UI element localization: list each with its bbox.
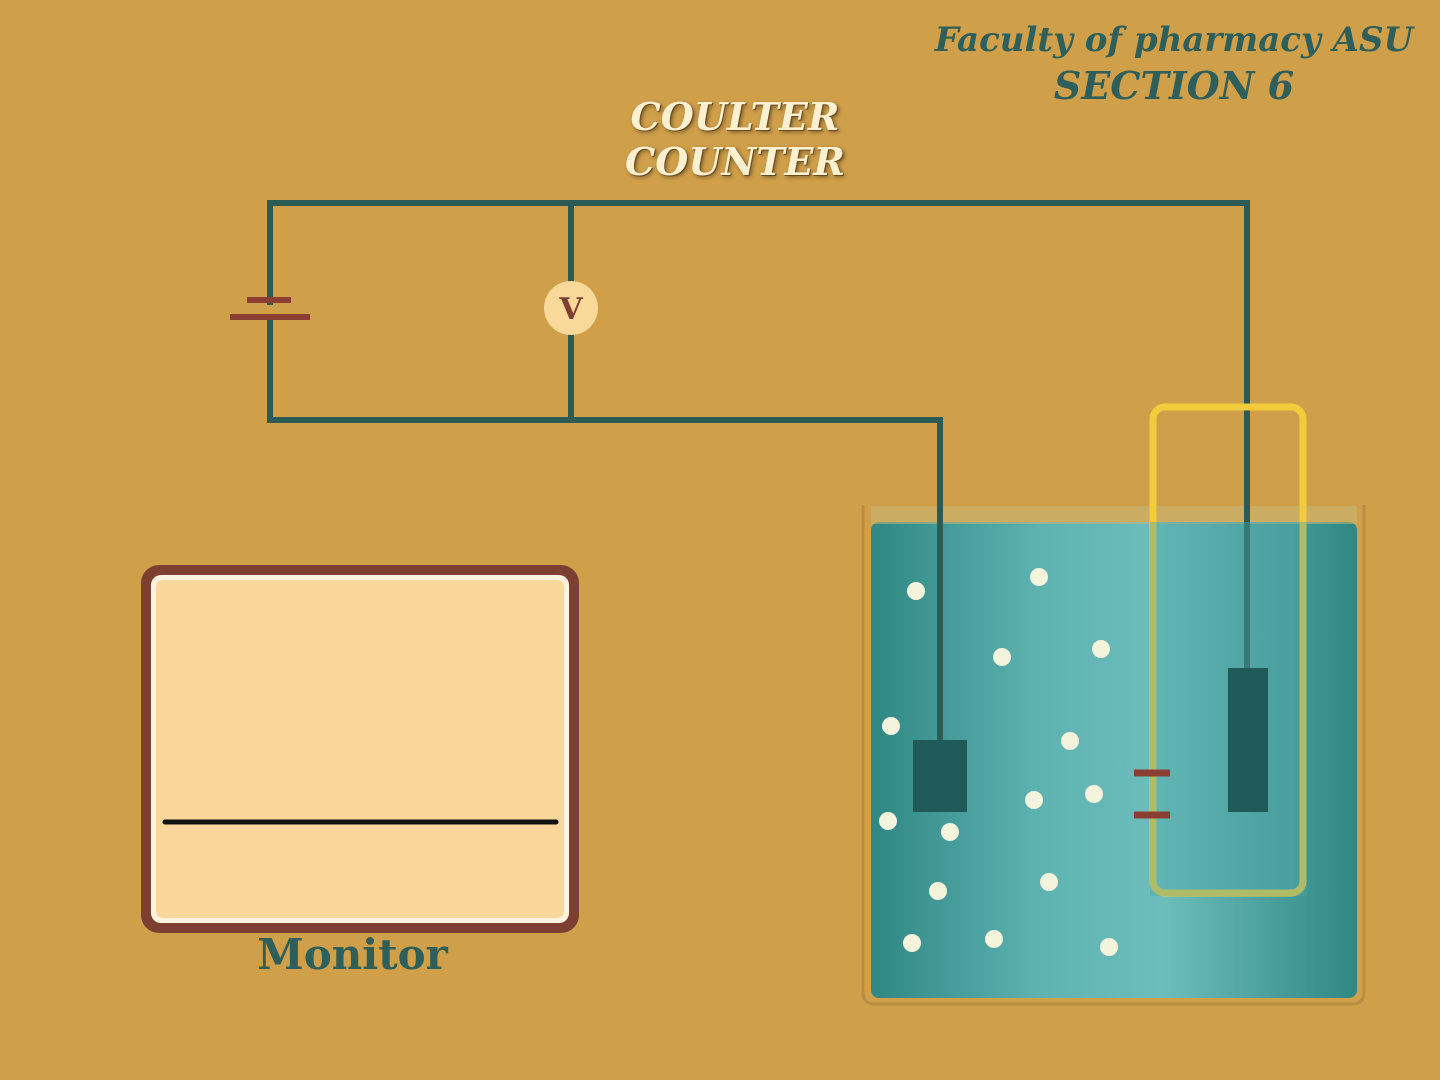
voltmeter-label: V — [558, 292, 583, 327]
top-wire — [267, 200, 1250, 670]
particle — [907, 582, 925, 600]
particle — [1085, 785, 1103, 803]
monitor-screen — [156, 580, 564, 918]
particle — [1040, 873, 1058, 891]
aperture-icon — [1134, 769, 1170, 819]
monitor-label: Monitor — [257, 930, 448, 979]
voltmeter: V — [544, 281, 598, 335]
aperture-tube-wall — [1149, 403, 1307, 897]
diagram-title: COULTER COUNTER — [624, 94, 846, 184]
suspended-particles — [879, 568, 1118, 956]
beaker-outline — [861, 505, 1366, 1006]
particle — [1092, 640, 1110, 658]
inner-electrode — [1228, 668, 1268, 812]
particle — [1025, 791, 1043, 809]
faculty-label: Faculty of pharmacy ASU — [934, 20, 1414, 60]
particle — [903, 934, 921, 952]
particle — [1061, 732, 1079, 750]
section-label: SECTION 6 — [1053, 63, 1295, 108]
particle — [993, 648, 1011, 666]
bottom-wire — [267, 318, 943, 742]
circuit-wires — [267, 200, 1250, 742]
battery-icon — [230, 297, 310, 320]
particle — [941, 823, 959, 841]
voltmeter-dial — [544, 281, 598, 335]
particle — [879, 812, 897, 830]
particle — [1100, 938, 1118, 956]
particle — [882, 717, 900, 735]
particle — [1030, 568, 1048, 586]
liquid-surface — [871, 506, 1357, 524]
beaker — [861, 505, 1366, 1006]
particle — [929, 882, 947, 900]
outer-electrode — [913, 740, 967, 812]
course-credit: Faculty of pharmacy ASU SECTION 6 — [934, 18, 1414, 110]
particle — [985, 930, 1003, 948]
electrolyte-solution — [871, 522, 1357, 998]
monitor — [141, 565, 579, 933]
aperture-tube — [1134, 403, 1307, 897]
